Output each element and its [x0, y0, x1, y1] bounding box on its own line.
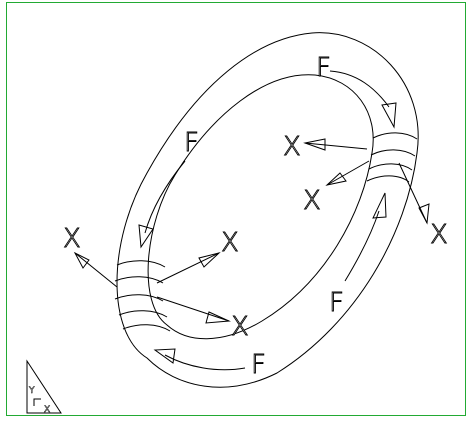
- torus-inner-outline: [147, 74, 374, 340]
- left-section-band: [114, 276, 164, 284]
- x-arrowhead-left-1: [73, 251, 90, 269]
- x-vector-right-2: [326, 160, 370, 186]
- right-section-band: [366, 175, 410, 183]
- force-arrowhead-top: [381, 102, 397, 129]
- ucs-triangle-icon: Y X: [26, 359, 62, 415]
- force-label-top: F: [316, 53, 331, 83]
- x-label-left-1: X: [63, 224, 81, 254]
- left-section-band: [116, 260, 166, 268]
- x-label-right-1: X: [283, 132, 301, 162]
- left-section-band: [118, 310, 168, 318]
- left-section-band: [114, 294, 164, 302]
- x-arrowhead-left-3: [205, 311, 231, 324]
- force-label-bottom: F: [251, 350, 266, 380]
- right-section-band: [370, 149, 416, 157]
- x-arrowhead-right-2: [325, 172, 347, 186]
- drawing-viewport[interactable]: F F F F X X X X X X: [6, 2, 466, 416]
- x-arrowhead-right-3: [418, 203, 430, 225]
- x-vector-left-3: [156, 296, 230, 322]
- ucs-x-label: X: [44, 405, 50, 415]
- x-label-left-2: X: [221, 228, 239, 258]
- right-section-band: [372, 132, 418, 140]
- x-vector-left-1: [74, 252, 118, 288]
- x-label-right-2: X: [303, 186, 321, 216]
- force-arrow-bottom: [164, 354, 246, 371]
- x-vector-right-1: [304, 142, 368, 150]
- force-label-upper-left: F: [184, 128, 199, 158]
- force-arrowhead-right: [372, 192, 387, 219]
- ucs-y-label: Y: [28, 386, 35, 396]
- force-arrow-upper-left: [144, 160, 186, 234]
- left-section-band: [122, 324, 171, 332]
- x-vector-left-2: [156, 252, 220, 284]
- force-arrowhead-upper-left: [138, 224, 154, 249]
- x-arrowhead-left-2: [198, 252, 221, 268]
- x-arrowhead-right-1: [303, 138, 326, 151]
- force-arrowhead-bottom: [153, 348, 176, 364]
- force-label-right: F: [329, 288, 344, 318]
- right-section-band: [368, 163, 413, 171]
- torus-diagram: F F F F X X X X X X: [26, 32, 448, 415]
- force-arrow-top: [329, 70, 390, 108]
- torus-outer-outline: [116, 32, 419, 388]
- x-label-left-3: X: [231, 312, 249, 342]
- x-label-right-3: X: [430, 220, 448, 250]
- x-vector-right-3: [398, 162, 428, 224]
